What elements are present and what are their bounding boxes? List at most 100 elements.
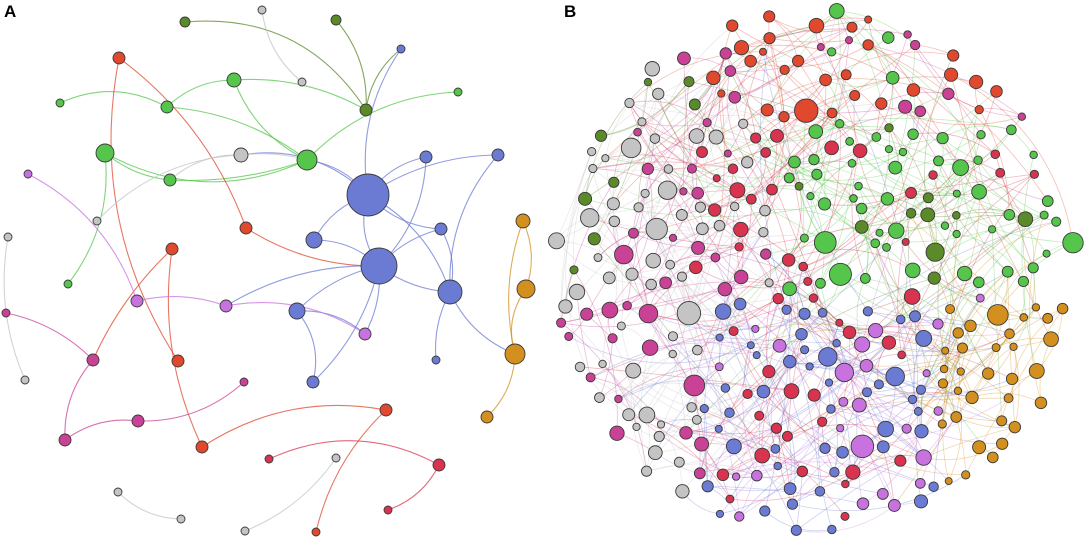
network-b-edge: [813, 79, 827, 160]
network-b-node: [759, 505, 771, 517]
network-b-edge: [724, 199, 752, 290]
network-a-node: [434, 222, 448, 236]
network-b-edge: [813, 394, 924, 458]
network-b-node: [975, 293, 985, 303]
network-a-node: [92, 216, 102, 226]
network-b-node: [895, 314, 906, 325]
network-a-node: [358, 327, 372, 341]
network-b-node: [808, 17, 825, 34]
network-b-edge: [734, 60, 799, 98]
network-b-node: [1027, 262, 1039, 274]
network-b-edge: [820, 283, 831, 383]
network-b-edge: [874, 243, 939, 325]
network-b-node: [569, 265, 579, 275]
network-b-node: [894, 454, 907, 467]
network-b-edge: [685, 366, 810, 434]
network-b-node: [956, 367, 965, 376]
network-b-node: [760, 248, 772, 260]
network-b-edge: [660, 419, 719, 430]
network-b-edge: [878, 383, 959, 395]
network-b-edge: [928, 91, 997, 199]
network-b-node: [601, 154, 610, 163]
network-b-node: [961, 470, 971, 480]
network-b-node: [686, 402, 697, 413]
panel-a: A: [1, 2, 536, 537]
network-b-node: [943, 67, 959, 82]
network-b-edge: [756, 259, 790, 356]
network-b-node: [1039, 210, 1049, 220]
network-b-node: [873, 379, 884, 390]
network-b-node: [862, 39, 874, 51]
network-b-edge: [641, 121, 703, 153]
network-a-node: [160, 100, 174, 114]
network-b-node: [887, 499, 901, 512]
network-b-edge: [736, 471, 803, 479]
network-graph-a: [1, 5, 536, 537]
network-b-node: [588, 163, 598, 174]
network-b-edge: [901, 333, 1010, 357]
network-b-node: [913, 406, 923, 416]
network-b-node: [808, 293, 819, 303]
network-b-node: [653, 430, 665, 442]
network-b-edge: [618, 380, 726, 400]
network-b-node: [587, 147, 597, 157]
network-a-node: [504, 343, 526, 365]
network-b-node: [880, 192, 895, 206]
network-b-node: [1019, 313, 1029, 322]
network-b-edge: [681, 276, 734, 332]
network-b-node: [855, 202, 868, 215]
network-b-node: [726, 19, 739, 32]
network-b-edge: [813, 74, 847, 160]
network-b-node: [679, 187, 688, 196]
network-b-node: [885, 366, 905, 387]
network-b-edge: [641, 82, 649, 122]
network-b-node: [763, 32, 776, 45]
network-a-node: [419, 150, 433, 164]
network-b-node: [870, 238, 881, 249]
network-b-node: [914, 494, 929, 509]
network-b-edge: [821, 421, 966, 476]
network-b-edge: [631, 274, 695, 386]
network-b-edge: [956, 233, 1024, 282]
network-b-node: [813, 231, 837, 254]
network-b-node: [1017, 275, 1029, 288]
network-b-node: [898, 99, 913, 114]
network-b-node: [840, 69, 852, 81]
network-b-node: [928, 481, 939, 492]
network-b-node: [799, 233, 809, 243]
network-b-edge: [742, 79, 826, 125]
network-b-node: [791, 54, 805, 68]
network-b-edge: [716, 136, 854, 199]
network-b-node: [907, 394, 918, 405]
network-b-node: [783, 354, 797, 369]
network-b-edge: [791, 391, 835, 473]
network-b-node: [972, 440, 987, 455]
network-b-node: [770, 444, 781, 454]
network-a-node: [23, 169, 33, 179]
network-b-node: [845, 464, 861, 480]
network-a-node: [219, 299, 233, 313]
network-b-edge: [836, 342, 922, 391]
network-b-node: [920, 207, 936, 223]
network-b-node: [952, 189, 961, 198]
network-a-edge: [233, 79, 308, 161]
network-a-edge: [110, 57, 179, 362]
network-b-node: [817, 197, 832, 211]
network-b-edge: [631, 246, 740, 275]
network-b-node: [798, 261, 809, 272]
panel-a-label: A: [4, 2, 17, 21]
network-b-node: [609, 425, 625, 441]
network-b-node: [956, 265, 973, 282]
network-a-node: [3, 232, 13, 242]
network-b-edge: [865, 278, 989, 374]
network-a-edge: [137, 381, 245, 422]
network-a-node: [297, 77, 307, 87]
network-b-node: [862, 306, 873, 317]
network-b-edge: [836, 10, 894, 78]
network-b-node: [781, 304, 792, 315]
network-b-node: [973, 155, 983, 165]
network-b-edge: [630, 370, 647, 472]
network-a-node: [58, 433, 72, 447]
network-a-node: [480, 410, 494, 424]
network-b-node: [585, 372, 596, 383]
